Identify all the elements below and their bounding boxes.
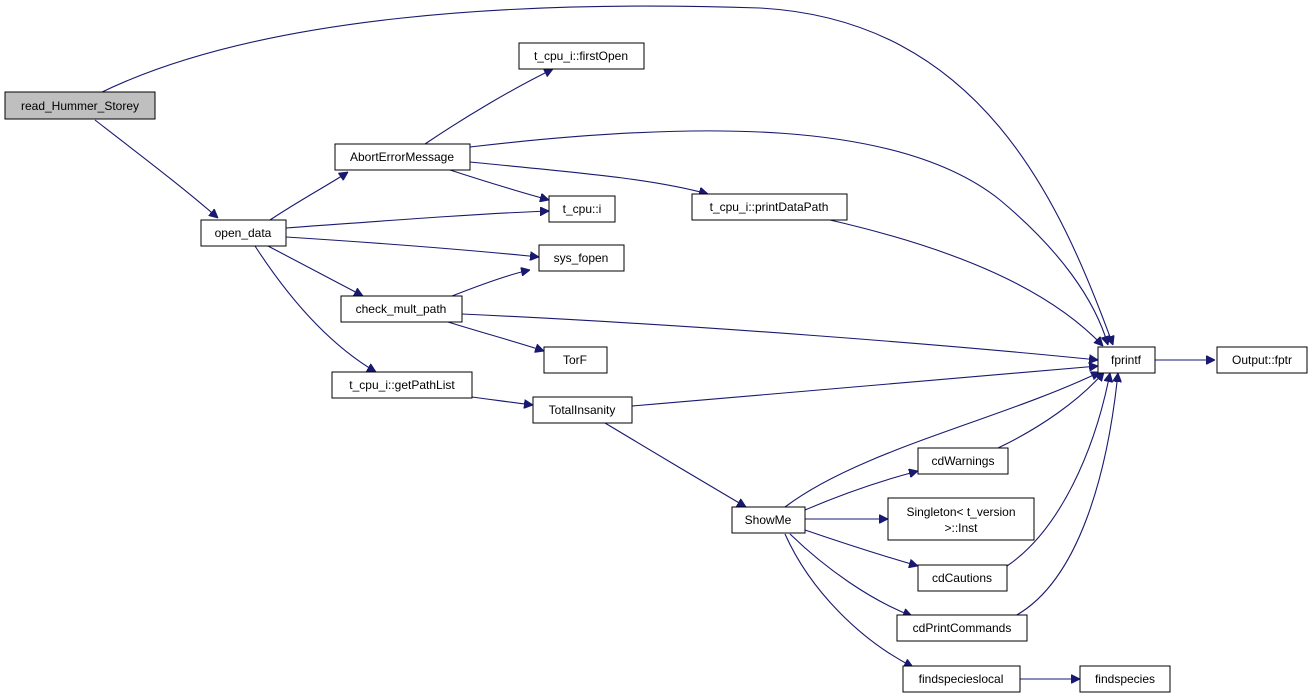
- node-read_hummer_storey[interactable]: read_Hummer_Storey: [4, 91, 156, 120]
- node-label: findspecieslocal: [919, 672, 1004, 686]
- node-findspecies[interactable]: findspecies: [1079, 665, 1171, 693]
- node-open_data[interactable]: open_data: [200, 219, 287, 247]
- edge-show_me-cd_print_commands: [789, 533, 912, 616]
- node-t_cpu_i[interactable]: t_cpu::i: [548, 195, 616, 223]
- node-label: fprintf: [1111, 353, 1142, 367]
- edge-cd_print_commands-fprintf: [1014, 373, 1118, 617]
- edge-cd_cautions-fprintf: [1006, 373, 1110, 567]
- edge-abort_error_message-first_open: [424, 69, 553, 145]
- node-label-line1: Singleton< t_version: [906, 505, 1015, 519]
- node-singleton_inst[interactable]: Singleton< t_version >::Inst: [887, 497, 1035, 541]
- edge-show_me-findspecieslocal: [784, 533, 913, 668]
- node-show_me[interactable]: ShowMe: [731, 506, 806, 534]
- edge-print_data_path-fprintf: [829, 219, 1103, 346]
- node-torf[interactable]: TorF: [543, 346, 608, 374]
- edge-open_data-get_path_list: [254, 245, 376, 372]
- edge-open_data-t_cpu_i: [285, 211, 549, 229]
- edge-total_insanity-fprintf: [631, 366, 1098, 407]
- node-label: read_Hummer_Storey: [21, 99, 139, 113]
- node-label: t_cpu_i::printDataPath: [710, 200, 829, 214]
- node-abort_error_message[interactable]: AbortErrorMessage: [334, 143, 471, 171]
- node-cd_print_commands[interactable]: cdPrintCommands: [896, 614, 1028, 642]
- node-label: open_data: [215, 226, 272, 240]
- node-output_fptr[interactable]: Output::fptr: [1216, 346, 1308, 374]
- node-print_data_path[interactable]: t_cpu_i::printDataPath: [691, 193, 848, 221]
- edge-open_data-abort_error_message: [269, 172, 348, 221]
- node-label: findspecies: [1095, 672, 1155, 686]
- edge-show_me-cd_warnings: [804, 471, 918, 511]
- node-label: cdWarnings: [932, 454, 995, 468]
- node-label: AbortErrorMessage: [350, 150, 454, 164]
- edge-read_hummer_storey-open_data: [94, 119, 218, 218]
- edge-abort_error_message-fprintf: [469, 130, 1108, 345]
- node-fprintf[interactable]: fprintf: [1097, 346, 1156, 374]
- edge-open_data-check_mult_path: [267, 245, 363, 297]
- node-findspecieslocal[interactable]: findspecieslocal: [902, 665, 1021, 693]
- node-label: ShowMe: [745, 513, 792, 527]
- node-total_insanity[interactable]: TotalInsanity: [532, 396, 633, 424]
- edge-check_mult_path-sys_fopen: [451, 270, 530, 297]
- edge-show_me-cd_cautions: [804, 529, 918, 566]
- node-label: TorF: [563, 353, 587, 367]
- edge-check_mult_path-fprintf: [461, 313, 1098, 360]
- node-cd_cautions[interactable]: cdCautions: [917, 564, 1008, 592]
- node-sys_fopen[interactable]: sys_fopen: [538, 244, 625, 272]
- node-label: cdCautions: [932, 571, 992, 585]
- edge-abort_error_message-t_cpu_i: [449, 169, 549, 200]
- node-label: cdPrintCommands: [913, 621, 1012, 635]
- node-label: sys_fopen: [554, 251, 609, 265]
- edge-read_hummer_storey-fprintf: [99, 5, 1113, 345]
- node-label: t_cpu::i: [563, 202, 602, 216]
- edge-abort_error_message-print_data_path: [469, 161, 708, 194]
- node-label: check_mult_path: [356, 302, 447, 316]
- node-label: Output::fptr: [1232, 353, 1292, 367]
- node-label-line2: >::Inst: [944, 521, 978, 535]
- node-label: TotalInsanity: [549, 403, 616, 417]
- node-check_mult_path[interactable]: check_mult_path: [340, 295, 463, 323]
- edge-cd_warnings-fprintf: [997, 372, 1104, 449]
- node-first_open[interactable]: t_cpu_i::firstOpen: [518, 42, 645, 70]
- node-label: t_cpu_i::firstOpen: [534, 49, 628, 63]
- edge-check_mult_path-torf: [447, 321, 544, 351]
- edge-get_path_list-total_insanity: [471, 396, 533, 405]
- edges: [94, 5, 1215, 679]
- edge-open_data-sys_fopen: [285, 236, 539, 257]
- edge-total_insanity-show_me: [604, 422, 746, 507]
- node-cd_warnings[interactable]: cdWarnings: [917, 447, 1009, 475]
- node-get_path_list[interactable]: t_cpu_i::getPathList: [331, 371, 473, 399]
- edge-show_me-fprintf: [784, 372, 1100, 508]
- node-label: t_cpu_i::getPathList: [349, 378, 455, 392]
